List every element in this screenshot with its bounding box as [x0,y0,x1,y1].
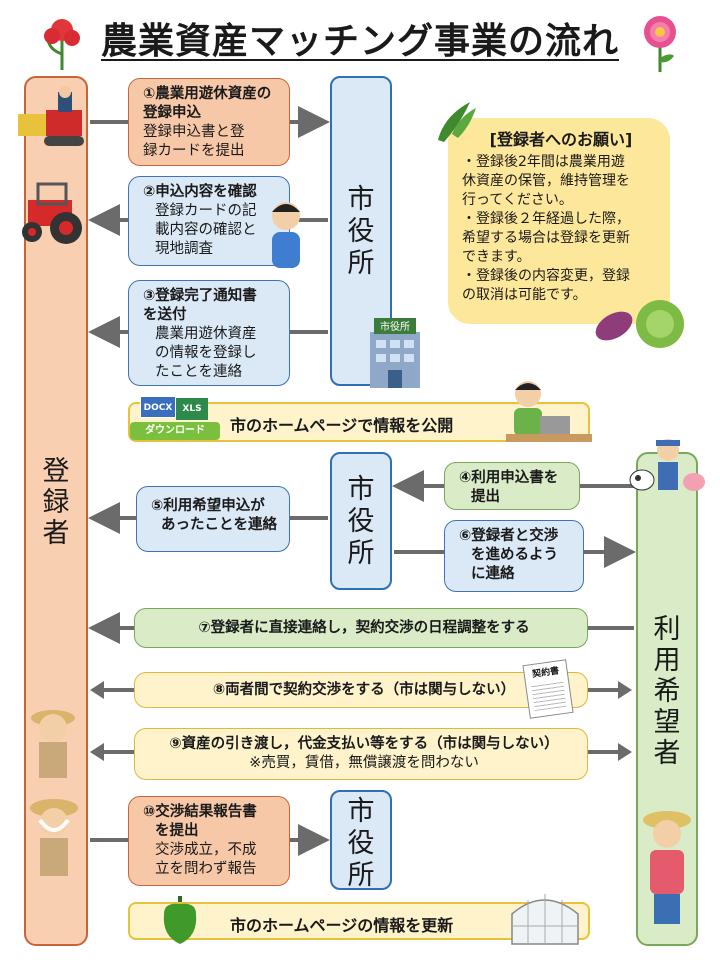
carnation-icon [44,19,80,70]
tractor-icon [22,182,82,244]
web-publish-text: 市のホームページで情報を公開 [230,416,454,435]
step4-box: ④利用申込書を提出 [444,462,580,510]
request-note: [登録者へのお願い] ・登録後2年間は農業用遊休資産の保管，維持管理を 行ってく… [448,118,670,324]
farmer-man-icon [31,710,75,778]
registrant-label: 登録者 [42,456,70,549]
greenhouse-icon [511,894,579,945]
bell-pepper-icon [163,896,197,944]
combine-harvester-icon [18,86,84,146]
farmer-woman-icon [30,799,78,876]
step10-box: ⑩交渉結果報告書を提出 交渉成立，不成 立を問わず報告 [128,796,290,886]
dahlia-icon [644,16,676,72]
step6-box: ⑥登録者と交渉を進めるよう に連絡 [444,520,584,592]
step3-box: ③登録完了通知書を送付 農業用遊休資産 の情報を登録し たことを連絡 [128,280,290,386]
step8-box: ⑧両者間で契約交渉をする（市は関与しない） [134,672,588,708]
city-hall-box-3: 市役所 [330,790,392,891]
step9-box: ⑨資産の引き渡し，代金支払い等をする（市は関与しない） ※売買，賃借，無償譲渡を… [134,728,588,780]
step5-box: ⑤利用希望申込があったことを連絡 [136,486,290,552]
step1-box: ①農業用遊休資産の登録申込 登録申込書と登録カードを提出 [128,78,290,166]
step2-box: ②申込内容を確認 登録カードの記 載内容の確認と 現地調査 [128,176,290,266]
step7-box: ⑦登録者に直接連絡し，契約交渉の日程調整をする [134,608,588,648]
woman-farmer-icon [643,811,691,924]
web-update-text: 市のホームページの情報を更新 [230,916,454,935]
download-badge: DOCX XLS ダウンロード [130,392,222,444]
person-at-laptop-icon [506,381,592,442]
page-title: 農業資産マッチング事業の流れ [100,21,619,62]
contract-document-icon: 契約書 [522,659,574,719]
applicant-label: 利用希望者 [653,614,681,769]
livestock-farmer-icon [629,439,705,491]
vegetables-icon [595,300,684,348]
svg-text:市役所: 市役所 [380,320,410,333]
pepper-icon [438,102,476,142]
thinking-person-icon [272,202,300,268]
city-hall-building-icon: 市役所 [370,318,420,388]
city-hall-box-2: 市役所 [330,452,392,590]
